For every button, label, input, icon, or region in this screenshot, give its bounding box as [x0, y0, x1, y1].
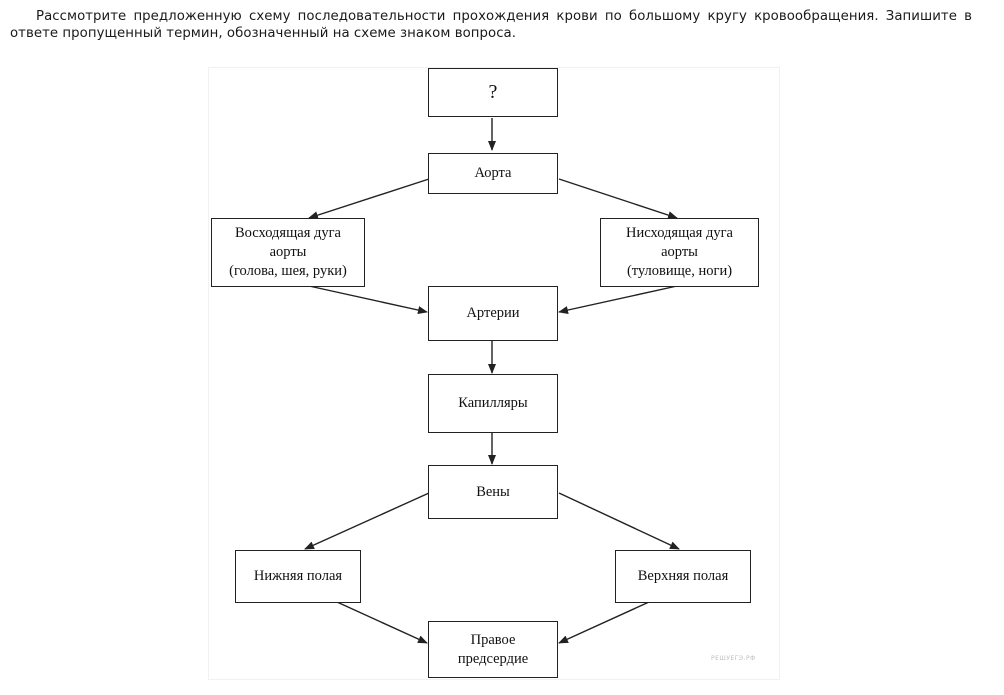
node-inferior-vena-cava-label: Нижняя полая — [253, 568, 343, 584]
watermark: РЕШУЕГЭ.РФ — [711, 655, 756, 662]
diagram-arrows-layer — [304, 118, 680, 644]
node-veins-label: Вены — [476, 483, 510, 500]
node-veins: Вены — [428, 465, 558, 519]
arrow-superior-vena-cava-to-right-atrium — [558, 601, 650, 644]
arrow-ascending-arch-to-arteries — [308, 285, 428, 314]
arrow-inferior-vena-cava-to-right-atrium — [336, 601, 428, 644]
node-capillaries: Капилляры — [428, 374, 558, 433]
node-right-atrium-label: Правое предсердие — [457, 631, 529, 667]
node-superior-vena-cava: Верхняя полая — [615, 550, 751, 603]
node-unknown-label: ? — [488, 81, 498, 103]
node-right-atrium: Правое предсердие — [428, 621, 558, 678]
node-unknown: ? — [428, 68, 558, 117]
node-superior-vena-cava-label: Верхняя полая — [637, 568, 729, 584]
node-aorta: Аорта — [428, 153, 558, 194]
blood-circulation-diagram: ? Аорта Восходящая дуга аорты (голова, ш… — [208, 67, 780, 680]
task-text: Рассмотрите предложенную схему последова… — [10, 9, 972, 41]
arrow-veins-to-inferior-vena-cava — [304, 492, 430, 550]
node-inferior-vena-cava: Нижняя полая — [235, 550, 361, 603]
arrow-descending-arch-to-arteries — [558, 285, 678, 314]
arrow-aorta-to-descending-arch — [558, 178, 678, 219]
arrow-aorta-to-ascending-arch — [308, 178, 430, 220]
node-aorta-label: Аорта — [474, 165, 512, 181]
arrow-veins-to-superior-vena-cava — [558, 492, 680, 550]
node-descending-arch: Нисходящая дуга аорты (туловище, ноги) — [600, 218, 759, 287]
node-ascending-arch: Восходящая дуга аорты (голова, шея, руки… — [211, 218, 365, 287]
node-descending-arch-label: Нисходящая дуга аорты (туловище, ноги) — [626, 225, 733, 279]
node-ascending-arch-label: Восходящая дуга аорты (голова, шея, руки… — [229, 225, 347, 279]
node-arteries-label: Артерии — [466, 305, 520, 321]
node-arteries: Артерии — [428, 286, 558, 341]
node-capillaries-label: Капилляры — [458, 395, 528, 411]
